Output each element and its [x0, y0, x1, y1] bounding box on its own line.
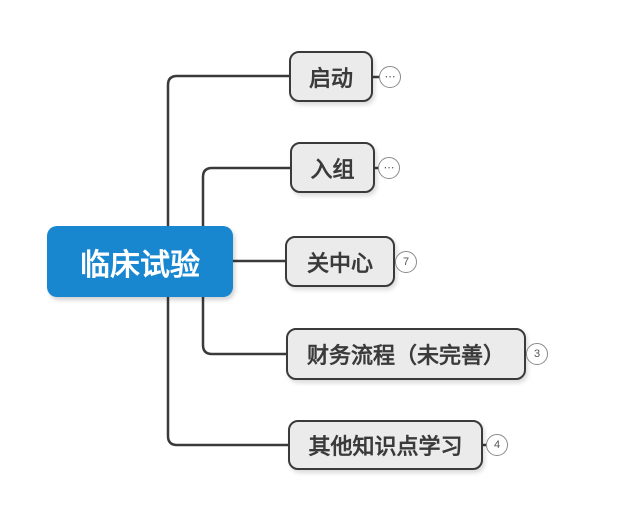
- node-enrollment-label: 入组: [310, 156, 355, 182]
- connector-root-to-other-learning: [166, 295, 290, 447]
- collapse-badge-start[interactable]: ⋯: [379, 66, 401, 88]
- connector-root-to-finance: [201, 295, 288, 356]
- collapse-badge-enrollment[interactable]: ⋯: [378, 157, 400, 179]
- node-finance-process-label: 财务流程（未完善）: [306, 343, 505, 368]
- node-other-learning[interactable]: 其他知识点学习: [288, 420, 483, 470]
- node-start-label: 启动: [308, 65, 353, 91]
- node-close-center-label: 关中心: [306, 250, 373, 276]
- root-node-label: 临床试验: [80, 248, 200, 282]
- node-other-learning-label: 其他知识点学习: [308, 434, 463, 459]
- count-badge-other-learning[interactable]: 4: [486, 434, 508, 456]
- node-enrollment[interactable]: 入组: [290, 142, 375, 193]
- root-node-clinical-trial[interactable]: 临床试验: [47, 226, 233, 297]
- node-start[interactable]: 启动: [289, 51, 373, 102]
- connector-root-to-start: [166, 74, 291, 229]
- connector-root-to-enrollment: [201, 166, 292, 229]
- count-badge-close-center[interactable]: 7: [395, 251, 417, 273]
- node-close-center[interactable]: 关中心: [285, 236, 395, 287]
- node-finance-process[interactable]: 财务流程（未完善）: [286, 328, 526, 380]
- count-badge-finance[interactable]: 3: [526, 343, 548, 365]
